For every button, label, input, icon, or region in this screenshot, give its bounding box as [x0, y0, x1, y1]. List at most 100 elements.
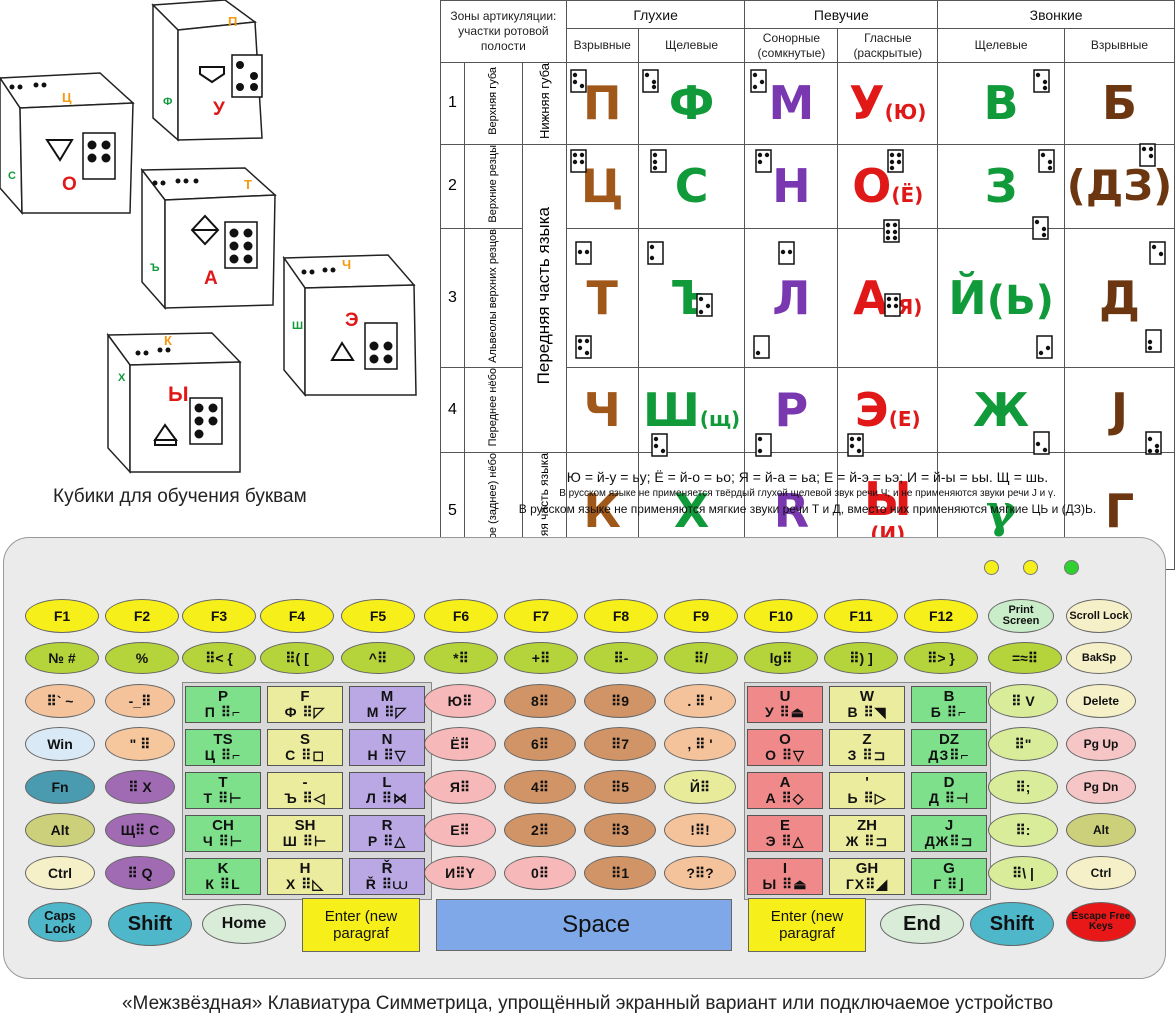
key-left-4-1[interactable]: ⠿ Q: [105, 856, 175, 890]
shift-right-key[interactable]: Shift: [970, 902, 1054, 946]
key-mid-1-2[interactable]: ⠿7: [584, 727, 656, 761]
key-mid-2-0[interactable]: Я⠿: [424, 770, 496, 804]
key-right-1-0[interactable]: ⠿": [988, 727, 1058, 761]
key-right-3-1[interactable]: Alt: [1066, 813, 1136, 847]
key-left-0-1[interactable]: -_⠿: [105, 684, 175, 718]
key-right-2-1[interactable]: Pg Dn: [1066, 770, 1136, 804]
key-f11[interactable]: F11: [824, 599, 898, 633]
key-f1[interactable]: F1: [25, 599, 99, 633]
key-mid-4-1[interactable]: 0⠿: [504, 856, 576, 890]
key-left-2-0[interactable]: Fn: [25, 770, 95, 804]
key-f6[interactable]: F6: [424, 599, 498, 633]
key-mid-0-0[interactable]: Ю⠿: [424, 684, 496, 718]
end-key[interactable]: End: [880, 904, 964, 944]
enter-left-key[interactable]: Enter (new paragraf: [302, 898, 420, 952]
key-print-screen[interactable]: Print Screen: [988, 599, 1054, 633]
home-key[interactable]: Home: [202, 904, 286, 944]
key-row2-10[interactable]: ⠿) ]: [824, 642, 898, 674]
key-row2-7[interactable]: ⠿-: [584, 642, 658, 674]
key-f4[interactable]: F4: [260, 599, 334, 633]
key-left-1-0[interactable]: Win: [25, 727, 95, 761]
key-right-0-0[interactable]: ⠿ V: [988, 684, 1058, 718]
key-scroll-lock[interactable]: Scroll Lock: [1066, 599, 1132, 633]
key-f8[interactable]: F8: [584, 599, 658, 633]
key-left-3-1[interactable]: Щ⠿ C: [105, 813, 175, 847]
key-left-3-0[interactable]: Alt: [25, 813, 95, 847]
key-mid-4-3[interactable]: ?⠿?: [664, 856, 736, 890]
shift-left-key[interactable]: Shift: [108, 902, 192, 946]
key-f3[interactable]: F3: [182, 599, 256, 633]
enter-right-key[interactable]: Enter (new paragraf: [748, 898, 866, 952]
key-right-4-1[interactable]: Ctrl: [1066, 856, 1136, 890]
key-mid-1-3[interactable]: , ⠿ ': [664, 727, 736, 761]
key-left-1-1[interactable]: " ⠿: [105, 727, 175, 761]
key-row2-1[interactable]: %: [105, 642, 179, 674]
key-mid-0-2[interactable]: ⠿9: [584, 684, 656, 718]
key-f2[interactable]: F2: [105, 599, 179, 633]
key-mid-1-1[interactable]: 6⠿: [504, 727, 576, 761]
key-f5[interactable]: F5: [341, 599, 415, 633]
key-row2-3[interactable]: ⠿( [: [260, 642, 334, 674]
key-f10[interactable]: F10: [744, 599, 818, 633]
key-mid-1-0[interactable]: Ё⠿: [424, 727, 496, 761]
key-left-0-0[interactable]: ⠿` ~: [25, 684, 95, 718]
key-row2-11[interactable]: ⠿> }: [904, 642, 978, 674]
caps-lock-key[interactable]: Caps Lock: [28, 902, 92, 942]
key-left-2-1[interactable]: ⠿ X: [105, 770, 175, 804]
key-right-0-1[interactable]: Delete: [1066, 684, 1136, 718]
escape-key[interactable]: Escape Free Keys: [1066, 902, 1136, 942]
key-row2-13[interactable]: BakSp: [1066, 642, 1132, 674]
key-row2-6[interactable]: +⠿: [504, 642, 578, 674]
right_block-2-1[interactable]: 'Ь ⠿▷: [829, 772, 905, 809]
key-f9[interactable]: F9: [664, 599, 738, 633]
key-f12[interactable]: F12: [904, 599, 978, 633]
space-key[interactable]: ⠀ Space: [436, 899, 732, 951]
key-mid-2-2[interactable]: ⠿5: [584, 770, 656, 804]
key-mid-2-1[interactable]: 4⠿: [504, 770, 576, 804]
key-row2-8[interactable]: ⠿/: [664, 642, 738, 674]
key-row2-0[interactable]: № #: [25, 642, 99, 674]
key-left-4-0[interactable]: Ctrl: [25, 856, 95, 890]
key-mid-2-3[interactable]: Й⠿: [664, 770, 736, 804]
key-mid-3-2[interactable]: ⠿3: [584, 813, 656, 847]
key-row2-5[interactable]: *⠿: [424, 642, 498, 674]
key-right-2-0[interactable]: ⠿;: [988, 770, 1058, 804]
key-right-4-0[interactable]: ⠿\ |: [988, 856, 1058, 890]
key-mid-4-2[interactable]: ⠿1: [584, 856, 656, 890]
left_block-2-1[interactable]: -Ъ ⠿◁: [267, 772, 343, 809]
key-row2-12[interactable]: =≈⠿: [988, 642, 1062, 674]
key-mid-3-0[interactable]: Е⠿: [424, 813, 496, 847]
key-f7[interactable]: F7: [504, 599, 578, 633]
key-mid-3-3[interactable]: !⠿!: [664, 813, 736, 847]
key-right-3-0[interactable]: ⠿:: [988, 813, 1058, 847]
key-row2-2[interactable]: ⠿< {: [182, 642, 256, 674]
key-row2-4[interactable]: ^⠿: [341, 642, 415, 674]
